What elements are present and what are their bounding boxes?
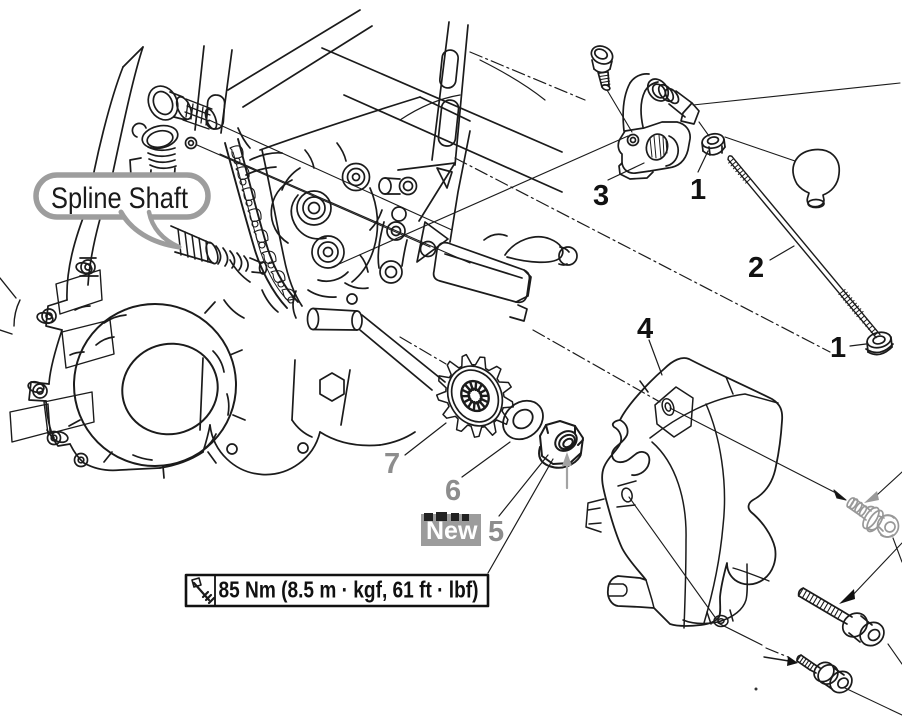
svg-text:3: 3 <box>593 180 609 212</box>
svg-text:5: 5 <box>488 516 504 548</box>
svg-text:New: New <box>426 517 478 545</box>
svg-text:1: 1 <box>830 332 846 364</box>
svg-text:85 Nm (8.5 m · kgf, 61 ft · lb: 85 Nm (8.5 m · kgf, 61 ft · lbf) <box>219 577 479 603</box>
svg-text:2: 2 <box>748 252 764 284</box>
svg-text:7: 7 <box>384 448 400 480</box>
svg-text:6: 6 <box>445 475 461 507</box>
svg-text:1: 1 <box>690 174 706 206</box>
svg-text:4: 4 <box>637 313 653 345</box>
svg-text:Spline Shaft: Spline Shaft <box>51 182 189 215</box>
